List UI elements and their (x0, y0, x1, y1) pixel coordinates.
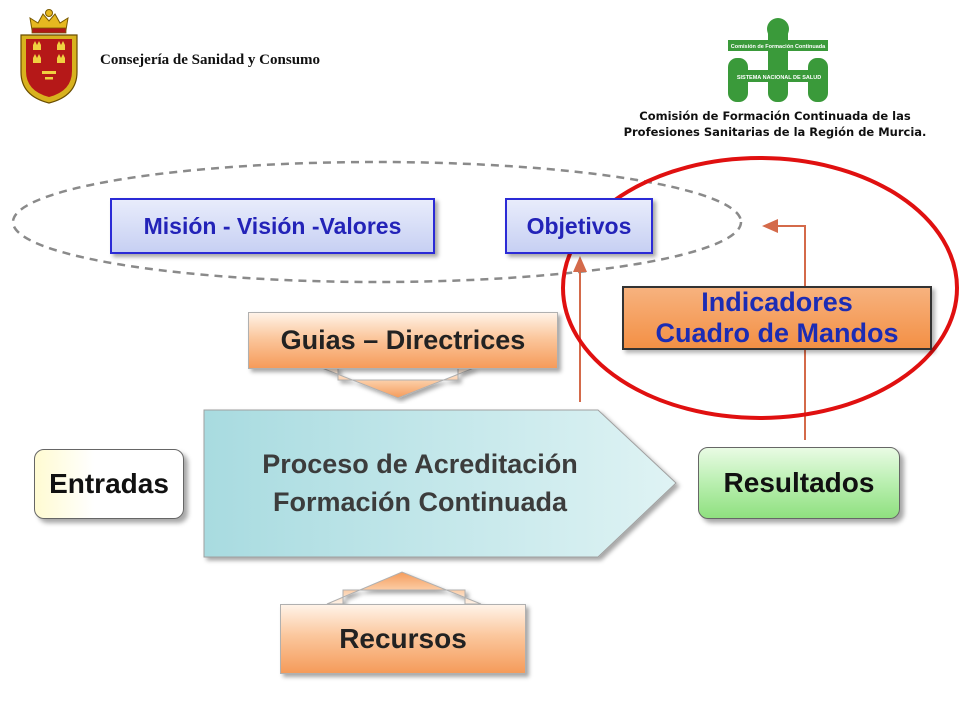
objectives-box: Objetivos (505, 198, 653, 254)
resources-box: Recursos (280, 604, 526, 674)
highlight-red-circle (561, 156, 959, 420)
values-dashed-ellipse (11, 160, 743, 284)
commission-caption: Comisión de Formación Continuada de las … (590, 108, 960, 140)
objectives-feedback-arrowhead (573, 256, 587, 272)
logo-bottom-text: SISTEMA NACIONAL DE SALUD (737, 75, 821, 81)
process-label: Proceso de Acreditación Formación Contin… (205, 445, 635, 521)
resources-up-arrow (326, 571, 482, 605)
mission-vision-values-box: Misión - Visión -Valores (110, 198, 435, 254)
commission-line-1: Comisión de Formación Continuada de las (639, 109, 911, 123)
coat-of-arms-logo (20, 9, 78, 104)
process-line-2: Formación Continuada (272, 487, 567, 517)
process-line-1: Proceso de Acreditación (262, 449, 578, 479)
commission-line-2: Profesiones Sanitarias de la Región de M… (623, 125, 927, 139)
process-pentagon (203, 409, 677, 558)
indicators-box: Indicadores Cuadro de Mandos (622, 286, 932, 350)
results-box: Resultados (698, 447, 900, 519)
results-feedback-line (775, 225, 806, 440)
department-title: Consejería de Sanidad y Consumo (100, 52, 321, 68)
inputs-box: Entradas (34, 449, 184, 519)
logo-top-text: Comisión de Formación Continuada (731, 44, 826, 50)
indicators-line-1: Indicadores (701, 287, 853, 317)
guides-box: Guias – Directrices (248, 312, 558, 369)
indicators-line-2: Cuadro de Mandos (655, 318, 899, 348)
commission-logo: Comisión de Formación Continuada SISTEMA… (728, 18, 828, 102)
guides-down-arrow (321, 367, 475, 399)
results-feedback-arrowhead (762, 219, 778, 233)
